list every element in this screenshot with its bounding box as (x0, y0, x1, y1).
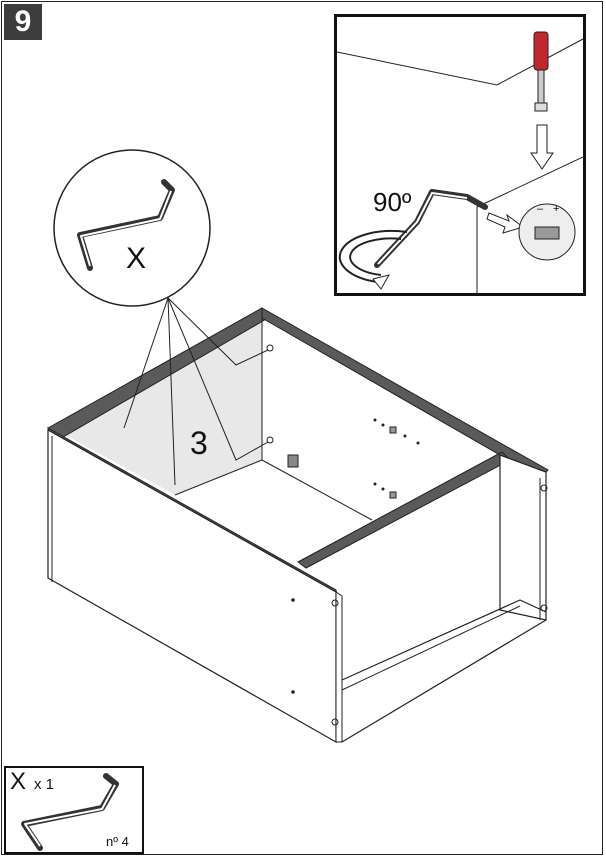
down-arrow-icon (530, 124, 554, 170)
inset-drawing (337, 31, 583, 293)
right-arrow-icon (486, 212, 525, 234)
right-panel (499, 454, 547, 621)
angle-label: 90º (373, 187, 412, 217)
bottom-shelf (341, 599, 547, 681)
parts-allen-key-drawing (21, 773, 119, 851)
dial-minus-sign: – (537, 203, 544, 215)
callout-count-label: 3 (190, 425, 208, 461)
divider-top-edge (297, 451, 511, 569)
dial-plus-sign: + (553, 203, 560, 215)
callout-tool-letter: X (126, 242, 147, 275)
back-top-edge (261, 307, 549, 479)
part-letter: X (10, 768, 27, 795)
detail-inset: 90º – + (334, 14, 586, 296)
callout-leaders (123, 297, 269, 486)
part-reference: nº 4 (106, 834, 129, 849)
parts-list-box: X x 1 nº 4 (4, 766, 144, 854)
rotation-arrow-icon (338, 229, 408, 283)
screwdriver-icon (533, 31, 549, 112)
step-number: 9 (4, 4, 42, 40)
inner-side-panel (60, 312, 262, 495)
part-quantity: x 1 (34, 776, 55, 793)
cam-fitting (287, 454, 299, 468)
tool-callout-circle (53, 149, 211, 307)
